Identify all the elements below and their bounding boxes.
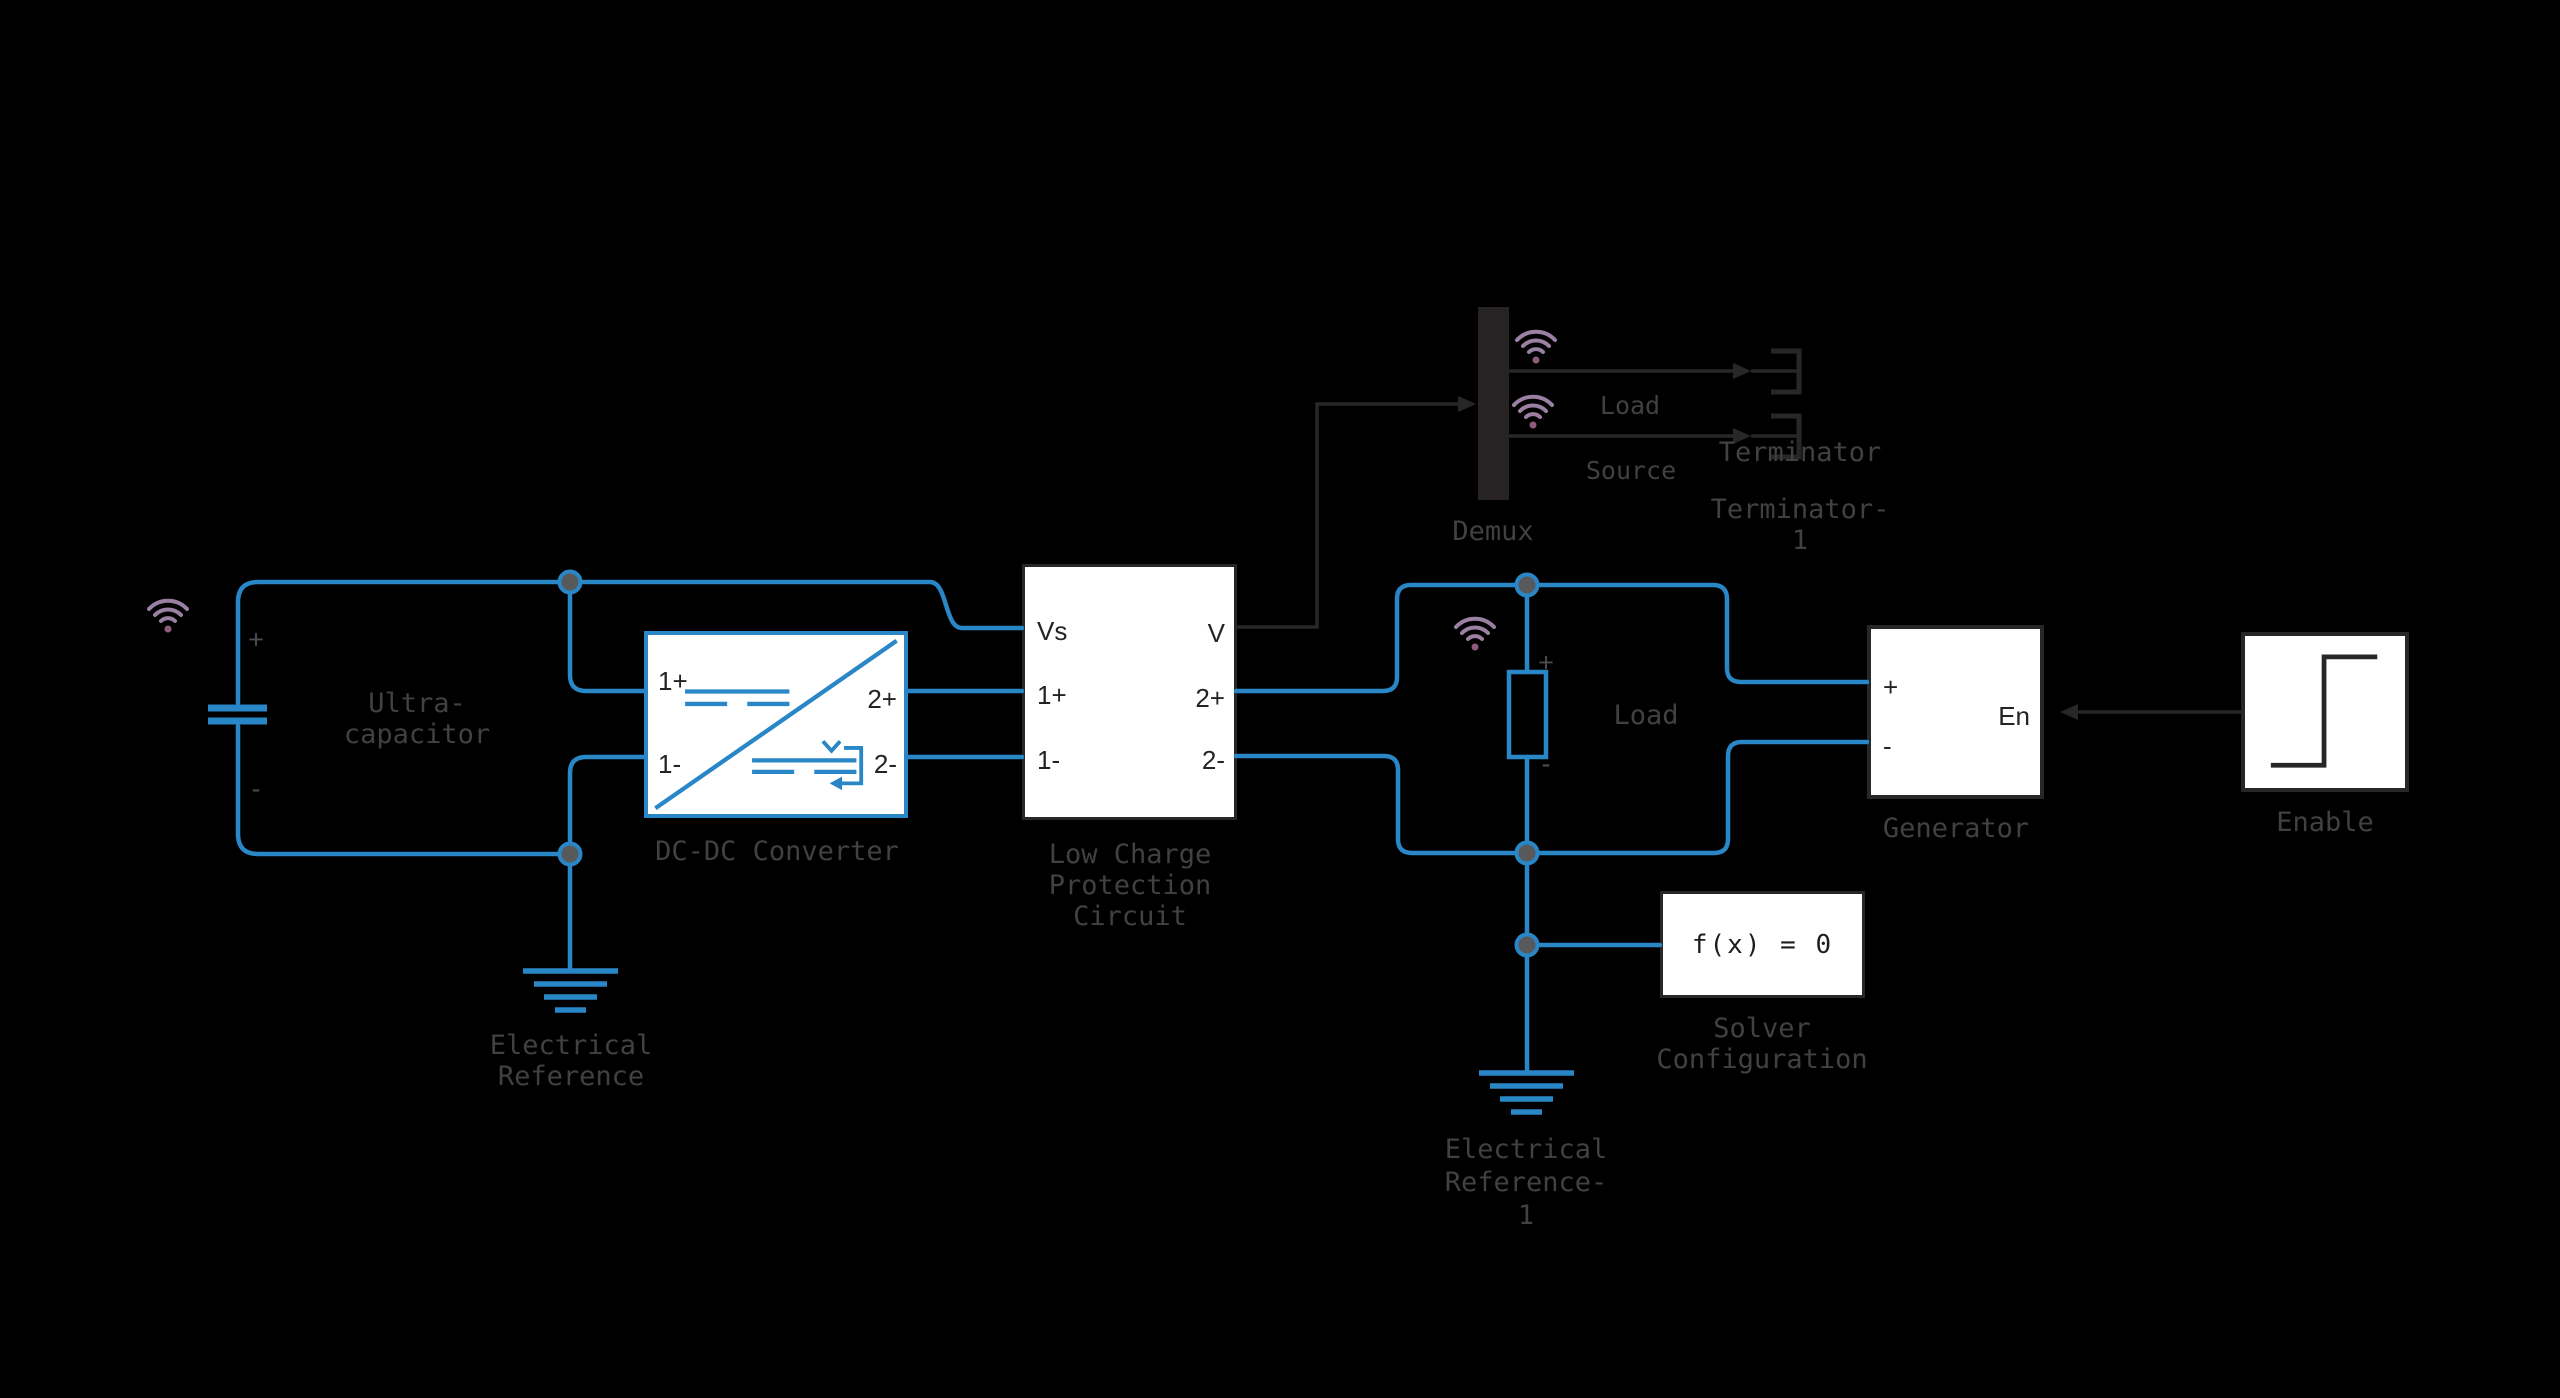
wifi-icon-demux-source	[1512, 394, 1554, 429]
lcpc-port-1minus: 1-	[1037, 745, 1061, 775]
dcdc-port-2plus: 2+	[867, 684, 897, 714]
junction-node[interactable]	[557, 841, 583, 867]
ultracapacitor-minus-mark: -	[251, 773, 261, 804]
load-block-label: Load	[1613, 700, 1679, 731]
load-resistor-icon[interactable]	[1506, 669, 1549, 760]
lcpc-port-vs: Vs	[1037, 616, 1068, 646]
voltage-chevron-icon	[821, 739, 842, 754]
load-minus-mark: -	[1541, 748, 1551, 779]
junction-node[interactable]	[1514, 572, 1540, 598]
dcdc-port-1minus: 1-	[658, 749, 682, 779]
wire-node-to-vs[interactable]	[567, 579, 1025, 631]
feedback-loop-icon	[842, 746, 864, 786]
ultracapacitor-plus-mark: +	[248, 624, 264, 655]
capacitor-plates-icon[interactable]	[208, 704, 267, 725]
wire-lcpc-to-generator-minus[interactable]	[1233, 739, 1870, 856]
wire-dcdc-1minus-to-node[interactable]	[567, 754, 647, 857]
dcdc-port-2minus: 2-	[873, 749, 897, 779]
wire-node-to-dcdc-1plus[interactable]	[567, 579, 647, 694]
low-charge-protection-block[interactable]: Vs 1+ 1- V 2+ 2-	[1022, 564, 1237, 820]
ultracapacitor-label: Ultra-capacitor	[343, 688, 491, 750]
wifi-icon-demux-load	[1515, 329, 1557, 364]
arrowhead-terminator1	[1733, 428, 1751, 444]
electrical-reference1-ground-icon[interactable]	[1479, 1070, 1574, 1115]
electrical-reference-ground-icon[interactable]	[523, 968, 618, 1013]
terminator1-label: Terminator-1	[1710, 494, 1890, 556]
enable-label: Enable	[2276, 807, 2374, 838]
lcpc-port-1plus: 1+	[1037, 680, 1067, 710]
lcpc-port-2minus: 2-	[1201, 745, 1225, 775]
load-plus-mark: +	[1538, 647, 1554, 678]
signal-v-to-demux[interactable]	[1236, 402, 1458, 629]
enable-step-block[interactable]	[2241, 632, 2409, 792]
junction-node[interactable]	[557, 569, 583, 595]
junction-node[interactable]	[1514, 840, 1540, 866]
arrowhead-generator-en	[2060, 704, 2078, 720]
dcdc-converter-icon	[654, 638, 898, 811]
generator-label: Generator	[1882, 813, 2030, 844]
junction-node[interactable]	[1514, 932, 1540, 958]
terminator-label: Terminator	[1718, 437, 1882, 468]
signal-label-load: Load	[1599, 391, 1661, 420]
terminator1-block-icon[interactable]	[1771, 413, 1802, 460]
wire-lcpc-to-generator-plus[interactable]	[1233, 582, 1870, 694]
step-function-icon	[2270, 654, 2378, 768]
generator-port-minus: -	[1883, 731, 1892, 761]
lcpc-port-2plus: 2+	[1195, 683, 1225, 713]
signal-label-source: Source	[1585, 456, 1677, 485]
feedback-arrowhead-icon	[829, 776, 843, 791]
dcdc-diagonal-line	[654, 638, 898, 811]
generator-port-plus: +	[1883, 672, 1899, 702]
generator-block[interactable]: + - En	[1867, 625, 2044, 799]
dcdc-port-1plus: 1+	[658, 666, 688, 696]
demux-block[interactable]	[1478, 307, 1509, 500]
solver-configuration-block[interactable]: f(x) = 0	[1660, 891, 1865, 998]
demux-label: Demux	[1452, 516, 1534, 547]
lcpc-port-v: V	[1207, 618, 1225, 648]
arrowhead-terminator	[1733, 363, 1751, 379]
wifi-icon-load	[1454, 616, 1496, 651]
terminator-block-icon[interactable]	[1771, 348, 1802, 395]
dcdc-converter-label: DC-DC Converter	[655, 836, 899, 867]
wire-ultracap-top[interactable]	[235, 579, 573, 706]
arrowhead-demux-input	[1458, 396, 1476, 412]
generator-port-en: En	[1998, 701, 2030, 731]
dcdc-converter-block[interactable]: 1+ 1- 2+ 2-	[644, 631, 908, 818]
wifi-icon-ultracapacitor	[147, 598, 189, 633]
wire-ultracap-bottom[interactable]	[235, 723, 573, 857]
solver-equation: f(x) = 0	[1691, 929, 1834, 960]
